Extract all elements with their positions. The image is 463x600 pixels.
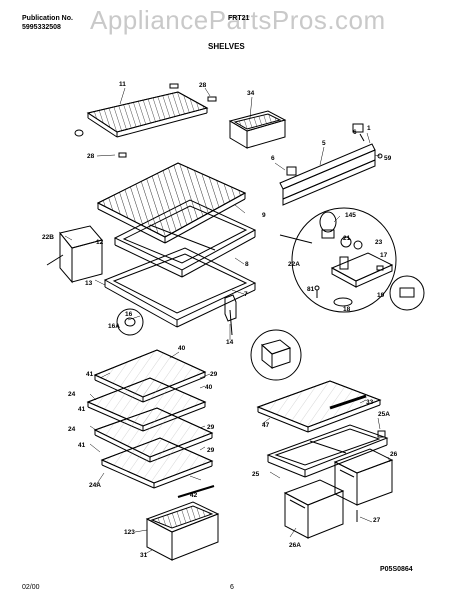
shelf-support-rail [279,123,383,206]
part-label: 19 [377,292,385,299]
part-label: 22B [42,234,54,241]
part-label: 24 [68,391,76,398]
part-label: 26 [390,451,398,458]
part-label: 8 [245,261,249,268]
part-label: 33 [366,399,374,406]
part-label: 41 [86,371,94,378]
part-label: 47 [262,422,270,429]
footer-date: 02/00 [22,584,40,591]
part-label: 21 [343,235,351,242]
part-label: 42 [190,492,198,499]
watermark: AppliancePartsPros.com [90,5,386,35]
part-label: 41 [78,442,86,449]
part-label: 81 [307,286,315,293]
part-label: 9 [262,212,266,219]
crisper-frame [266,424,389,478]
crisper-cover-frame [103,247,257,328]
glass-main-shelf [96,162,247,244]
part-label: 16 [125,311,133,318]
part-label: 14 [226,339,234,346]
crisper-drawer-right [333,448,394,506]
diagram-code: P05S0864 [380,566,413,573]
part-label: 25A [378,411,390,418]
part-label: 31 [140,552,148,559]
part-label: 13 [85,280,93,287]
section-title: SHELVES [208,42,245,51]
shelf-bracket [224,294,237,336]
shelf-clips [74,83,217,158]
part-label: 40 [178,345,186,352]
part-label: 28 [87,153,95,160]
leader-lines [64,87,391,555]
part-label: 59 [384,155,392,162]
control-assembly [279,211,394,307]
shelf-frame [113,199,257,278]
part-label: 29 [210,371,218,378]
part-label: 26A [289,542,301,549]
crisper-glass-cover [256,380,382,433]
detail-callout-left [116,308,144,336]
part-label: 22A [288,261,300,268]
part-label: 16A [108,323,120,330]
publication-label: Publication No. [22,15,73,22]
detail-callout-right [291,207,425,313]
part-label: 34 [247,90,255,97]
part-label: 12 [96,239,104,246]
part-label: 29 [207,424,215,431]
wire-shelf [86,91,209,138]
part-label: 29 [207,447,215,454]
glass-shelf-middle [86,377,207,432]
part-label: 5 [322,140,326,147]
part-label: 11 [119,81,126,88]
part-label: 145 [345,212,356,219]
crisper-drawer-left [283,479,345,539]
part-label: 41 [78,406,86,413]
part-label: 23 [375,239,383,246]
part-label: 40 [205,384,213,391]
meat-pan [145,485,220,561]
snack-pan [228,110,287,149]
model-number: FRT21 [228,15,250,22]
part-label: 17 [380,252,388,259]
part-label: 6 [353,129,357,136]
part-label: 28 [199,82,207,89]
part-label: 1 [367,125,371,132]
part-label: 24 [68,426,76,433]
part-label: 27 [373,517,381,524]
part-label: 18 [343,306,351,313]
part-label: 6 [271,155,275,162]
part-label: 7 [244,291,248,298]
part-label: 123 [124,529,135,536]
footer-page: 6 [230,584,234,591]
publication-number: 5995332508 [22,24,61,31]
part-label: 25 [252,471,260,478]
part-label: 24A [89,482,101,489]
glass-shelf-bottom [100,437,214,489]
light-housing [46,225,103,284]
detail-callout-center [250,329,302,381]
